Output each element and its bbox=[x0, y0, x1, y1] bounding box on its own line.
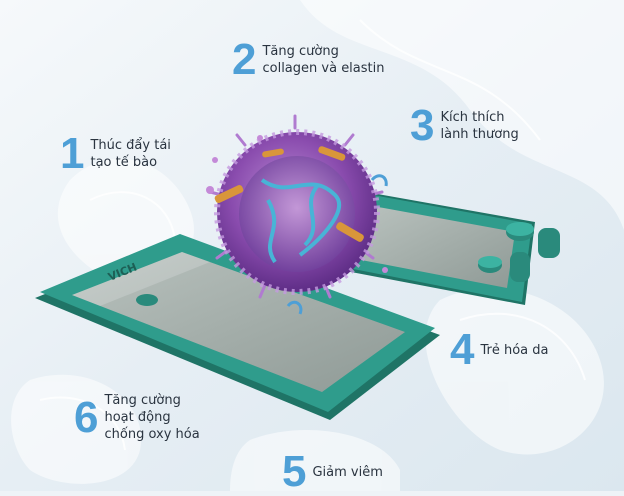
benefit-2-number: 2 bbox=[232, 35, 257, 84]
benefit-6-text: Tăng cường hoạt động chống oxy hóa bbox=[104, 393, 200, 442]
benefit-5: 5 Giảm viêm bbox=[282, 450, 383, 494]
benefit-5-number: 5 bbox=[282, 447, 307, 496]
benefit-3-text: Kích thích lành thương bbox=[440, 110, 519, 142]
virus-rods bbox=[214, 146, 364, 242]
virus-particle bbox=[206, 114, 388, 315]
floating-particles bbox=[206, 135, 388, 273]
front-tray-knob bbox=[136, 294, 158, 306]
benefit-5-text: Giảm viêm bbox=[312, 464, 383, 480]
virus-helix bbox=[260, 178, 342, 264]
floating-molecules bbox=[286, 174, 388, 315]
benefit-2-text: Tăng cường collagen và elastin bbox=[262, 44, 385, 76]
benefit-3: 3 Kích thích lành thương bbox=[410, 104, 519, 148]
back-tray bbox=[330, 190, 560, 305]
benefit-2: 2 Tăng cường collagen và elastin bbox=[232, 38, 385, 82]
benefit-6: 6 Tăng cường hoạt động chống oxy hóa bbox=[74, 392, 200, 443]
benefit-1-number: 1 bbox=[60, 129, 85, 178]
back-tray-knobs bbox=[478, 222, 560, 282]
benefit-3-number: 3 bbox=[410, 101, 435, 150]
benefit-1-text: Thúc đẩy tái tạo tế bào bbox=[90, 138, 171, 170]
benefit-4-number: 4 bbox=[450, 325, 475, 374]
front-tray bbox=[35, 234, 440, 420]
water-streaks bbox=[39, 19, 586, 451]
benefit-4: 4 Trẻ hóa da bbox=[450, 328, 549, 372]
benefit-1: 1 Thúc đẩy tái tạo tế bào bbox=[60, 132, 171, 176]
benefit-6-number: 6 bbox=[74, 392, 99, 442]
water-splash bbox=[11, 0, 624, 491]
benefit-4-text: Trẻ hóa da bbox=[480, 342, 549, 358]
